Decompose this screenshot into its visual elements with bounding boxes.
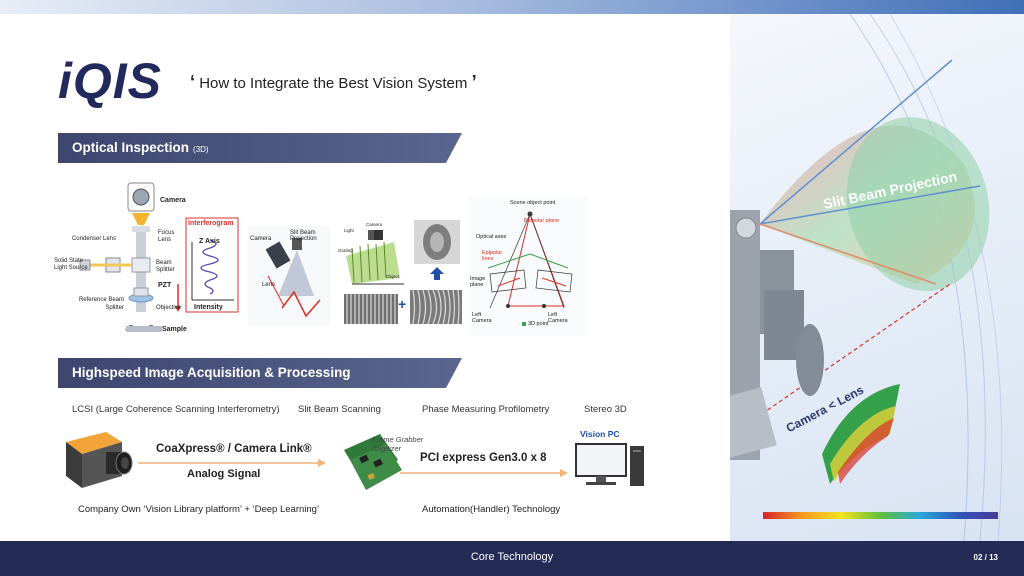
spectrum-bar xyxy=(763,512,998,519)
tech-item: Phase Measuring Profilometry xyxy=(422,404,550,415)
company-note: Company Own ‘Vision Library platform’ + … xyxy=(78,504,320,515)
section-banner-optical-inspection: Optical Inspection(3D) xyxy=(58,133,462,163)
page-subtitle: ‘ How to Integrate the Best Vision Syste… xyxy=(190,72,477,92)
subtitle-text: How to Integrate the Best Vision System xyxy=(199,75,468,92)
signal-arrow-2 xyxy=(400,469,568,477)
stereo-graphic xyxy=(468,196,588,336)
industrial-camera-image xyxy=(66,432,133,488)
automation-note: Automation(Handler) Technology xyxy=(422,504,561,515)
footer-title: Core Technology xyxy=(470,551,554,563)
page-number: 02 / 13 xyxy=(973,553,998,562)
signal-arrow-1 xyxy=(138,459,326,467)
footer-bar: Core Technology 02 / 13 xyxy=(0,541,1024,576)
interface-labels: CoaXpress® / Camera Link® xyxy=(156,443,312,455)
vision-pc-image xyxy=(575,443,644,486)
lcsi-diagram: Camera Interferogram Focus Lens Z Axis C… xyxy=(54,180,240,340)
lcsi-diagram-graphic xyxy=(79,182,239,332)
frame-grabber-image xyxy=(344,434,402,490)
tech-item: Stereo 3D xyxy=(584,404,627,415)
top-gradient-bar xyxy=(0,0,1024,14)
stereo-diagram: Scene object point Epipolar plane Optica… xyxy=(468,196,588,336)
slit-beam-diagram: Camera Slit Beam Projection Lens xyxy=(248,226,330,326)
section-banner-highspeed-acquisition: Highspeed Image Acquisition & Processing xyxy=(58,358,462,388)
right-illustration-panel: Slit Beam Projection Camera < Lens xyxy=(730,14,1024,541)
analog-signal-label: Analog Signal xyxy=(187,468,261,480)
tech-item: Slit Beam Scanning xyxy=(298,404,381,415)
tech-item: LCSI (Large Coherence Scanning Interfero… xyxy=(72,404,280,415)
pci-express-label: PCI express Gen3.0 x 8 xyxy=(420,452,547,464)
iqis-logo: iQIS xyxy=(58,53,163,109)
slit-beam-graphic xyxy=(248,226,330,326)
vision-pc-label: Vision PC xyxy=(580,429,620,439)
pmp-diagram: Light Camera Grating Object + xyxy=(338,218,464,326)
slit-beam-illustration xyxy=(730,14,1003,541)
frame-grabber-label: Frame Grabber /Digitizer xyxy=(372,435,424,453)
pmp-fringe-patterns xyxy=(346,289,460,325)
